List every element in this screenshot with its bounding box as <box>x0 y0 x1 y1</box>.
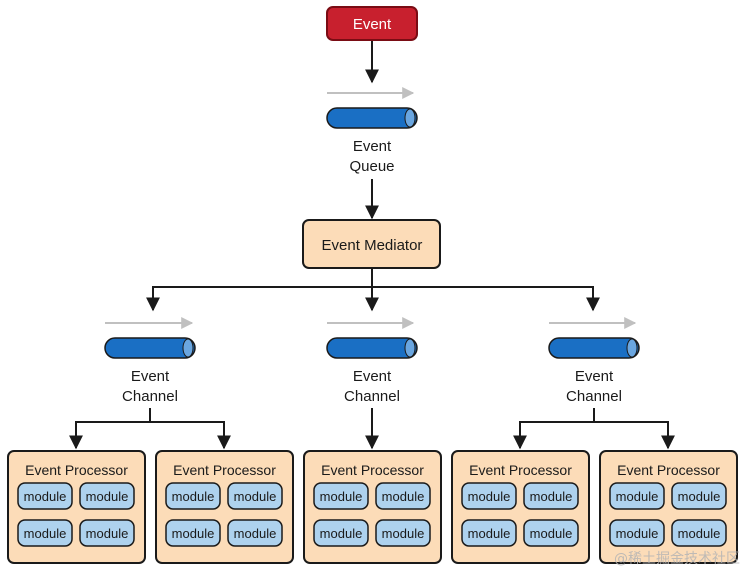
module-label: module <box>24 489 67 504</box>
channel-2-pipe-end <box>404 338 416 358</box>
channel-3-branch-line <box>519 421 669 448</box>
module-box <box>313 519 369 547</box>
module-box <box>227 482 283 510</box>
module-box <box>313 482 369 510</box>
queue-label-line1: Event <box>353 138 392 155</box>
channel-2-label-line2: Channel <box>344 388 400 405</box>
module-box <box>79 519 135 547</box>
module-box <box>375 482 431 510</box>
processor-label: Event Processor <box>469 462 572 478</box>
module-box <box>523 519 579 547</box>
channel-1-branch-line <box>75 421 225 448</box>
mediator-connectors <box>146 268 600 312</box>
module-label: module <box>172 526 215 541</box>
module-box <box>461 519 517 547</box>
channel-3-label-line2: Channel <box>566 388 622 405</box>
channel-1-pipe <box>104 337 196 359</box>
module-label: module <box>468 526 511 541</box>
module-box <box>79 482 135 510</box>
channel-1-pipe-end <box>182 338 194 358</box>
module-box <box>671 519 727 547</box>
queue-label-line2: Queue <box>349 158 394 175</box>
module-label: module <box>616 489 659 504</box>
module-box <box>671 482 727 510</box>
module-label: module <box>86 526 129 541</box>
channel-1-label-line1: Event <box>131 368 170 385</box>
channel-1-label-line2: Channel <box>122 388 178 405</box>
module-label: module <box>234 526 277 541</box>
module-label: module <box>530 526 573 541</box>
module-label: module <box>468 489 511 504</box>
event-processor-4: Event Processor module module module module <box>451 450 590 564</box>
event-label: Event <box>353 16 392 33</box>
module-label: module <box>234 489 277 504</box>
module-label: module <box>382 526 425 541</box>
processor-label: Event Processor <box>617 462 720 478</box>
channel-3-pipe <box>548 337 640 359</box>
event-channel-2: Event Channel <box>326 317 418 405</box>
event-box: Event <box>326 6 418 41</box>
queue-pipe <box>326 107 418 129</box>
event-processor-5: Event Processor module module module module <box>599 450 738 564</box>
event-processor-2: Event Processor module module module module <box>155 450 294 564</box>
module-box <box>165 519 221 547</box>
module-box <box>609 482 665 510</box>
module-label: module <box>382 489 425 504</box>
module-box <box>17 519 73 547</box>
module-label: module <box>530 489 573 504</box>
mediator-label: Event Mediator <box>322 237 423 254</box>
channel-2-pipe <box>326 337 418 359</box>
channel-2-label-line1: Event <box>353 368 392 385</box>
module-box <box>227 519 283 547</box>
queue-pipe-end <box>404 108 416 128</box>
module-box <box>523 482 579 510</box>
module-label: module <box>320 526 363 541</box>
module-box <box>609 519 665 547</box>
event-mediator: Event Mediator <box>302 219 441 269</box>
event-processor-3: Event Processor module module module module <box>303 450 442 564</box>
processor-label: Event Processor <box>173 462 276 478</box>
module-label: module <box>678 526 721 541</box>
event-channel-1: Event Channel <box>104 317 196 405</box>
event-channel-3: Event Channel <box>548 317 640 405</box>
watermark: @稀土掘金技术社区 <box>614 551 740 567</box>
module-box <box>17 482 73 510</box>
module-label: module <box>616 526 659 541</box>
channel-3-pipe-end <box>626 338 638 358</box>
processor-label: Event Processor <box>321 462 424 478</box>
event-processor-1: Event Processor module module module module <box>7 450 146 564</box>
module-label: module <box>320 489 363 504</box>
channel-connectors <box>69 408 675 450</box>
module-label: module <box>172 489 215 504</box>
module-label: module <box>86 489 129 504</box>
module-label: module <box>24 526 67 541</box>
event-queue: Event Queue <box>326 87 418 175</box>
processor-label: Event Processor <box>25 462 128 478</box>
channel-3-label-line1: Event <box>575 368 614 385</box>
module-box <box>375 519 431 547</box>
module-box <box>461 482 517 510</box>
module-box <box>165 482 221 510</box>
module-label: module <box>678 489 721 504</box>
